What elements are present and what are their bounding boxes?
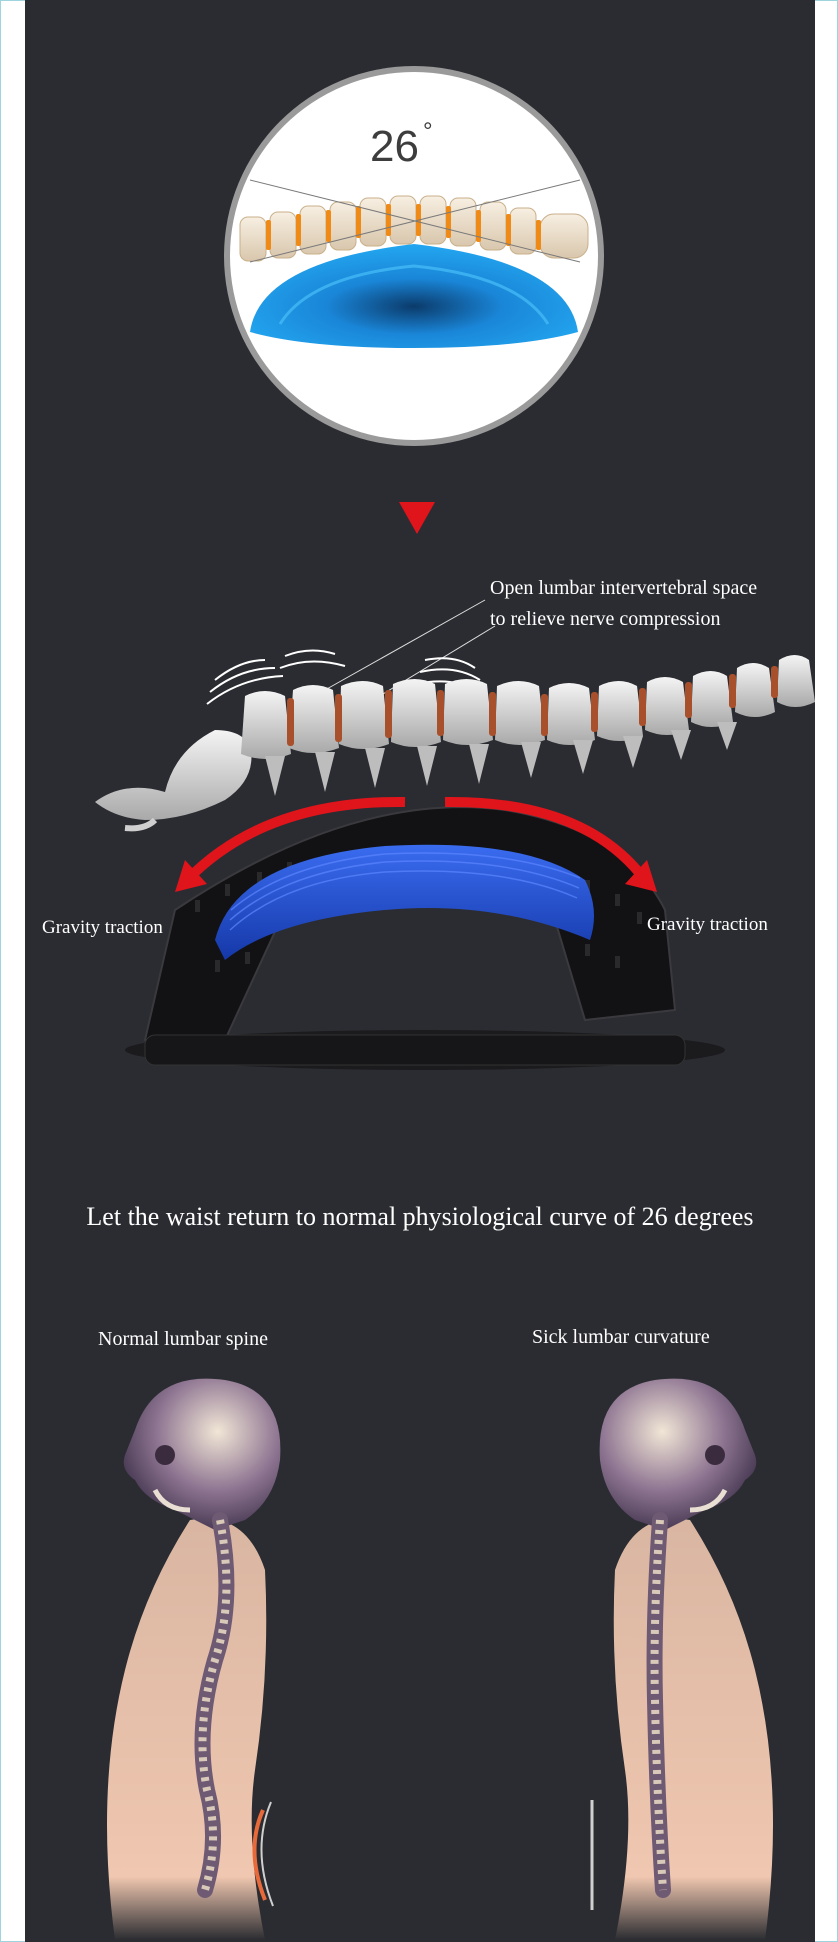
callout-line-1: Open lumbar intervertebral space xyxy=(490,577,758,599)
sick-spine-figure xyxy=(555,1370,785,1940)
headline: Let the waist return to normal physiolog… xyxy=(86,1202,754,1231)
angle-readout: 26° xyxy=(370,118,433,172)
angle-unit: ° xyxy=(422,118,433,146)
gravity-traction-left-label: Gravity traction xyxy=(42,917,163,938)
red-down-triangle-icon xyxy=(399,502,435,536)
angle-value: 26 xyxy=(370,122,419,171)
product-detail-panel: 26° Open lumbar intervertebral space to … xyxy=(25,0,815,1942)
callout-line-2: to relieve nerve compression xyxy=(490,608,721,630)
callout-text: Open lumbar intervertebral space to reli… xyxy=(490,573,757,635)
gravity-traction-right-label: Gravity traction xyxy=(647,914,768,935)
sick-spine-label: Sick lumbar curvature xyxy=(532,1326,710,1348)
normal-spine-figure xyxy=(95,1370,325,1940)
magnifier-illustration: 26° xyxy=(220,62,608,450)
normal-spine-label: Normal lumbar spine xyxy=(98,1328,268,1350)
spine-stretcher-illustration xyxy=(25,580,815,1100)
